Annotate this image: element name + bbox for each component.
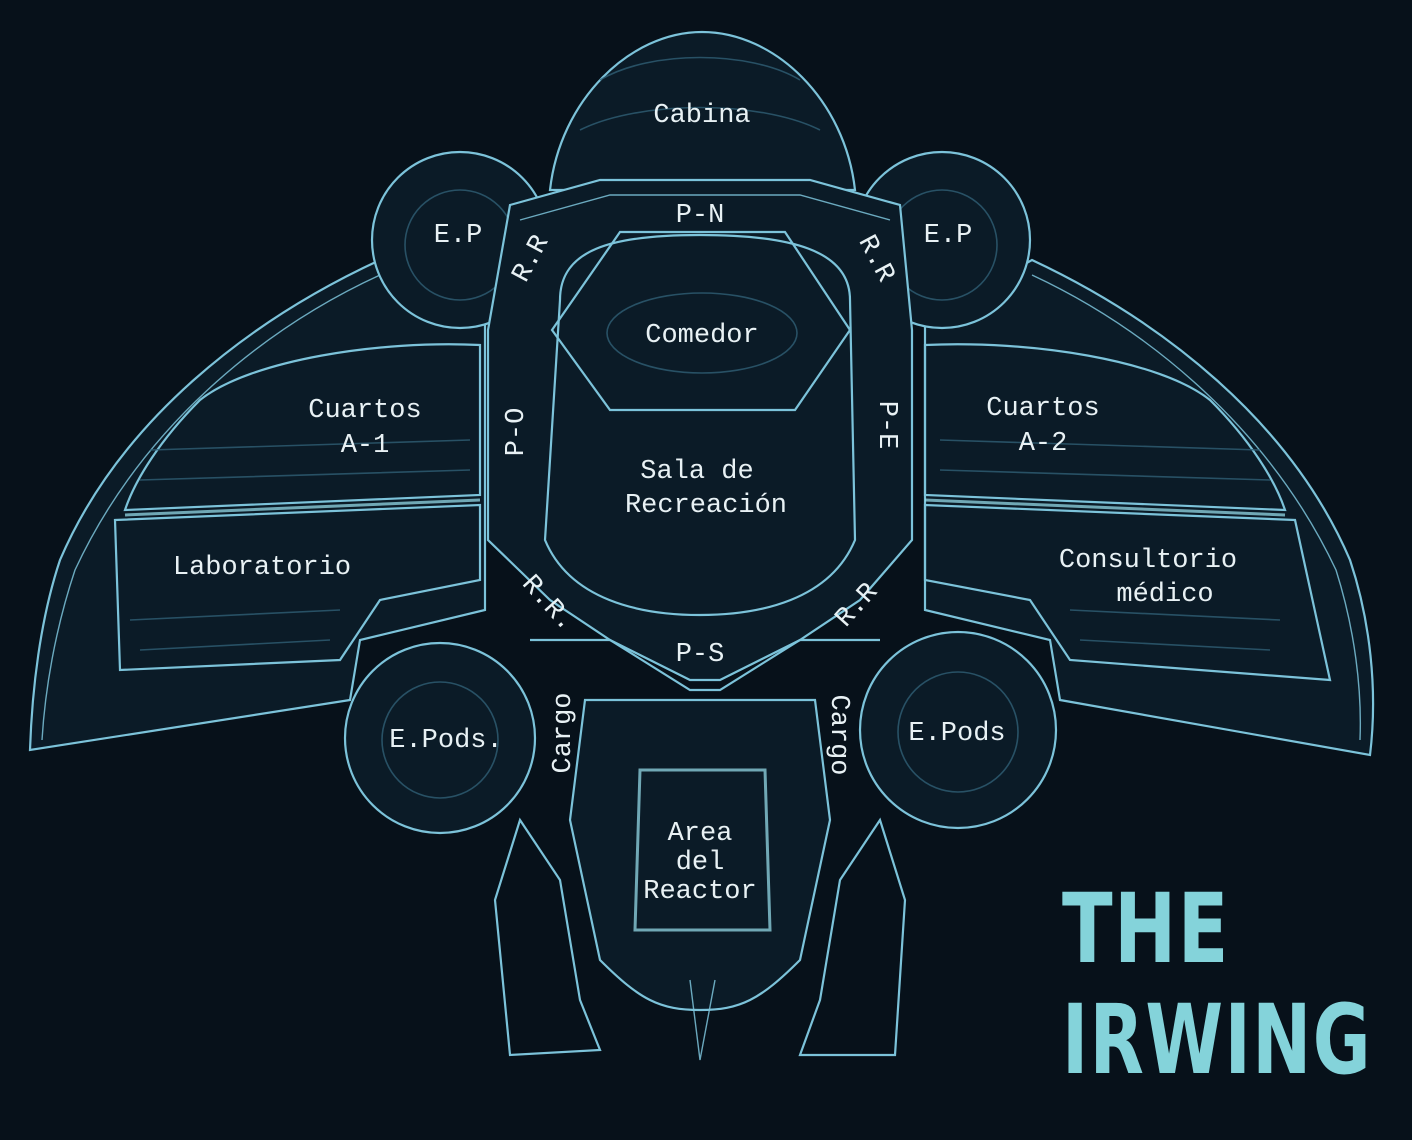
right-wing [923, 258, 1375, 757]
label-sala-2: Recreación [625, 491, 787, 521]
label-ps: P-S [676, 640, 725, 670]
left-wing [28, 258, 487, 752]
label-epods-right: E.Pods [908, 719, 1005, 749]
label-ep-right: E.P [924, 221, 973, 251]
label-consultorio-2: médico [1116, 580, 1213, 610]
epods-left-pod [343, 641, 537, 835]
label-pe: P-E [871, 401, 901, 450]
label-ep-left: E.P [434, 221, 483, 251]
label-reactor: Area [668, 819, 733, 849]
label-cuartos-a1-2: A-1 [341, 431, 390, 461]
label-reactor-3: Reactor [643, 877, 756, 907]
label-cuartos-a1: Cuartos [308, 396, 421, 426]
label-cargo-left: Cargo [549, 692, 579, 773]
label-po: P-O [502, 408, 532, 457]
cabin-dome [548, 30, 857, 192]
label-comedor: Comedor [645, 321, 758, 351]
label-reactor-2: del [676, 848, 725, 878]
label-consultorio: Consultorio [1059, 546, 1237, 576]
label-pn: P-N [676, 201, 725, 231]
label-laboratorio: Laboratorio [173, 553, 351, 583]
label-epods-left: E.Pods. [389, 726, 502, 756]
label-cabina: Cabina [653, 101, 750, 131]
label-cargo-right: Cargo [823, 694, 853, 775]
label-sala: Sala de [640, 457, 753, 487]
label-cuartos-a2: Cuartos [986, 394, 1099, 424]
title-line-2: IRWING [1062, 984, 1372, 1096]
epods-right-pod [858, 630, 1058, 830]
title-line-1: THE [1062, 873, 1230, 985]
label-cuartos-a2-2: A-2 [1019, 429, 1068, 459]
